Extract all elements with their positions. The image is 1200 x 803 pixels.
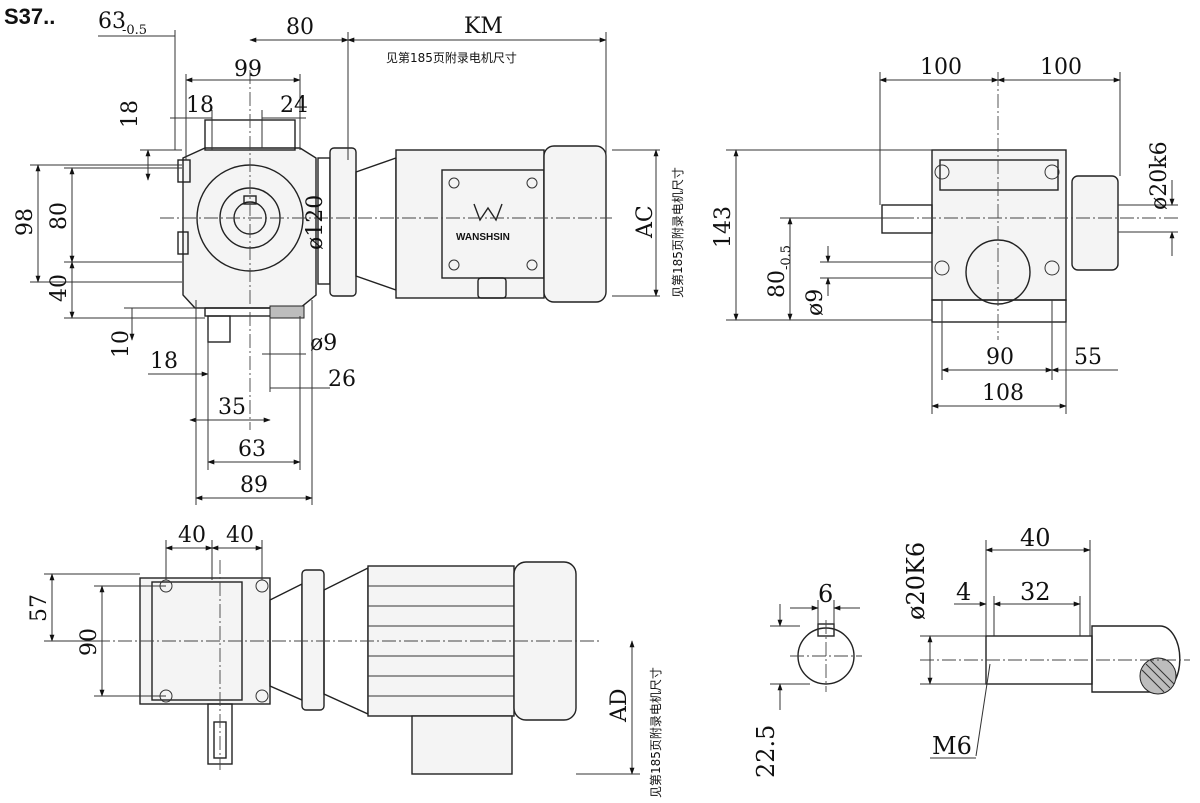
- dim-18c: 18: [150, 349, 178, 374]
- dim-100b: 100: [1040, 55, 1082, 80]
- dim-99: 99: [234, 57, 262, 82]
- dim-10: 10: [109, 330, 134, 358]
- dim-18a: 18: [186, 93, 214, 118]
- dim-108: 108: [982, 381, 1024, 406]
- bottom-terminal-box: [411, 715, 513, 775]
- dim-40a-bottom: 40: [178, 523, 206, 548]
- dim-9: ø9: [310, 331, 337, 356]
- brand-logo-icon: [473, 203, 503, 222]
- side-bolt-1: [934, 164, 950, 180]
- dim-100a: 100: [920, 55, 962, 80]
- terminal-screw-3: [448, 259, 460, 271]
- dim-143: 143: [711, 206, 736, 248]
- dim-20k6: ø20k6: [1147, 141, 1172, 210]
- side-shaft-left: [881, 204, 933, 234]
- dim-80-side: 80: [765, 270, 790, 298]
- drawing-title: S37..: [4, 4, 55, 29]
- housing-lug-left: [177, 159, 191, 183]
- motor-flange: [329, 147, 357, 297]
- terminal-screw-4: [526, 259, 538, 271]
- note-motor-ref-side-front: 见第185页附录电机尺寸: [671, 167, 685, 298]
- brand-label: WANSHSIN: [456, 232, 510, 243]
- key-section: 6 22.5: [752, 580, 862, 778]
- dim-63b: 63: [238, 437, 266, 462]
- dim-63: 63: [98, 9, 126, 34]
- dim-9-side: ø9: [803, 289, 828, 316]
- side-output-coupling: [1071, 175, 1119, 271]
- dim-24: 24: [280, 93, 308, 118]
- dim-20K6-shaft: ø20K6: [902, 542, 930, 620]
- foot-hole-section: [269, 305, 305, 319]
- dim-80-side-tol: -0.5: [779, 245, 794, 270]
- terminal-screw-1: [448, 177, 460, 189]
- bottom-flange: [301, 569, 325, 711]
- gearbox-housing: [182, 147, 317, 309]
- dim-90-side: 90: [986, 345, 1014, 370]
- note-motor-ref-side-bottom: 见第185页附录电机尺寸: [649, 667, 663, 798]
- dim-40b-bottom: 40: [226, 523, 254, 548]
- dim-40: 40: [47, 274, 72, 302]
- housing-lug-left-lower: [177, 231, 189, 255]
- dim-80b: 80: [47, 202, 72, 230]
- dim-98: 98: [13, 208, 38, 236]
- dim-32: 32: [1020, 578, 1051, 606]
- motor-fan-cover: [543, 145, 607, 303]
- dim-18b: 18: [118, 100, 143, 128]
- dim-AC: AC: [633, 205, 658, 239]
- dim-M6: M6: [932, 732, 972, 760]
- dim-AD: AD: [607, 688, 632, 723]
- dim-4: 4: [956, 578, 971, 606]
- side-bolt-3: [934, 260, 950, 276]
- dim-26: 26: [328, 367, 356, 392]
- dim-90-bottom: 90: [77, 628, 102, 656]
- bottom-housing: [139, 577, 271, 705]
- motor-body: [395, 149, 545, 299]
- side-bolt-2: [1044, 164, 1060, 180]
- side-view: 100 100 ø20k6 143 80 -0.5 ø9 90 55 108: [711, 55, 1180, 414]
- dim-6: 6: [818, 580, 833, 608]
- side-foot: [931, 299, 1067, 323]
- terminal-screw-2: [526, 177, 538, 189]
- cable-gland: [477, 277, 507, 299]
- dim-40-shaft: 40: [1020, 524, 1051, 552]
- note-motor-ref-top: 见第185页附录电机尺寸: [386, 51, 517, 65]
- dim-22-5: 22.5: [752, 725, 780, 778]
- dim-57: 57: [27, 594, 52, 622]
- dim-55: 55: [1074, 345, 1102, 370]
- dim-KM: KM: [464, 14, 503, 39]
- shaft-detail: 40 32 4 ø20K6 M6: [902, 524, 1190, 760]
- bottom-adapter: [269, 582, 303, 702]
- dim-120: ø120: [303, 195, 328, 250]
- flange-neck: [355, 157, 397, 291]
- dim-89: 89: [240, 473, 268, 498]
- dim-80: 80: [286, 15, 314, 40]
- dim-63-tol: -0.5: [122, 23, 147, 38]
- bottom-view: 40 40 57 90 AD 见第185页附录电机尺寸: [27, 523, 663, 798]
- side-bolt-4: [1044, 260, 1060, 276]
- bottom-bolt-4: [255, 689, 269, 703]
- side-housing: [931, 149, 1067, 301]
- dim-35: 35: [218, 395, 246, 420]
- front-view: WANSHSIN 63 -0.5 80 KM 见第185页附录电机尺寸 99 1…: [13, 9, 685, 505]
- foot-leg: [207, 315, 231, 343]
